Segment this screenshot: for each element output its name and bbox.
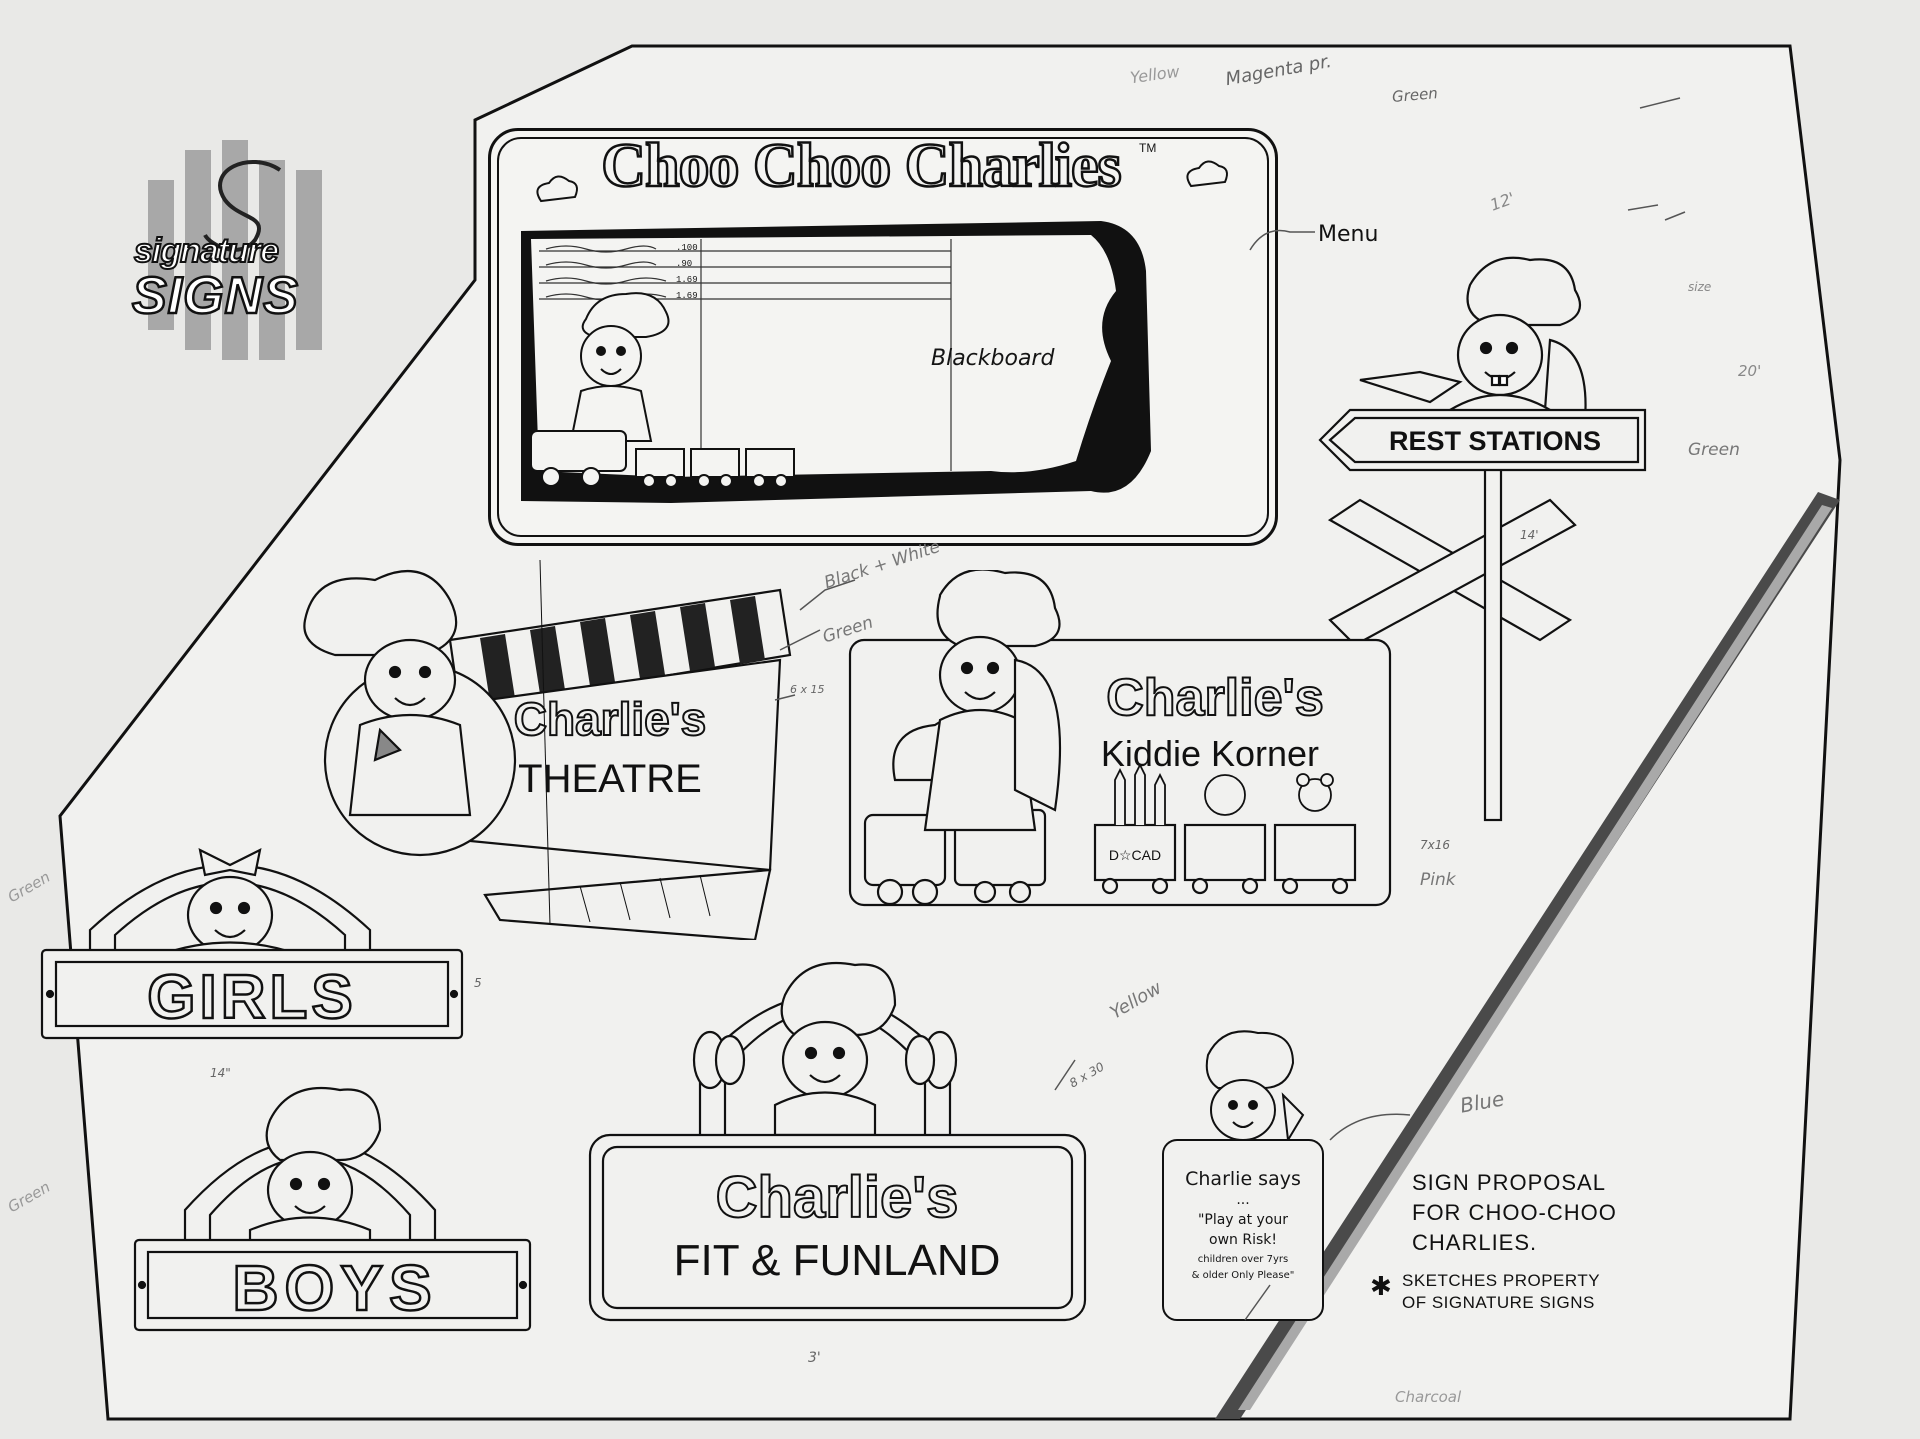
fit-brand: Charlie's <box>716 1165 959 1230</box>
price-2: .90 <box>676 259 693 269</box>
charlie-says-line2: ... <box>1236 1192 1250 1208</box>
note-dim-20: 20' <box>1738 362 1762 380</box>
menu-board-sign: Choo Choo Charlies TM <box>488 128 1278 546</box>
proposal-line4: SKETCHES PROPERTY <box>1402 1271 1601 1290</box>
menu-board-brand: Choo Choo Charlies <box>600 131 1123 202</box>
chef-hat-icon <box>780 961 897 1037</box>
kiddie-name: Kiddie Korner <box>1101 733 1319 774</box>
charlie-says-line1: Charlie says <box>1185 1168 1301 1190</box>
charlie-says-line4: own Risk! <box>1209 1232 1277 1248</box>
price-4: 1.69 <box>676 291 698 301</box>
charlie-says-panel <box>1162 1139 1324 1321</box>
logo-s-swash <box>203 160 282 252</box>
asterisk-icon: ✱ <box>1370 1272 1392 1302</box>
tail <box>1013 658 1061 812</box>
bow-icon <box>198 848 262 877</box>
theatre-sign-art: Charlie's THEATRE <box>303 560 792 940</box>
boys-plaque <box>133 1238 532 1332</box>
rest-stations-arrow-sign <box>1318 408 1647 472</box>
price-3: 1.69 <box>676 275 698 285</box>
cloud-left <box>536 175 578 203</box>
note-dim-14b: 14" <box>210 1066 231 1080</box>
note-menu: Menu <box>1318 222 1379 247</box>
kiddie-korner-sign-art: Charlie's Kiddie Korner D☆CAD <box>848 570 1392 907</box>
blackboard-label: Blackboard <box>931 346 1055 371</box>
proposal-note: SIGN PROPOSAL FOR CHOO-CHOO CHARLIES. <box>1412 1168 1682 1258</box>
note-pink: Pink <box>1420 870 1456 890</box>
note-charcoal: Charcoal <box>1395 1388 1462 1406</box>
brush-icon <box>1154 772 1166 825</box>
teddy-bear-icon <box>1298 778 1332 812</box>
note-dim-7x16: 7x16 <box>1420 838 1451 852</box>
pencil-icon <box>1114 767 1126 825</box>
girls-label: GIRLS <box>147 963 356 1032</box>
charlie-says-line5: children over 7yrs <box>1197 1254 1289 1265</box>
note-dim-14a: 14' <box>1520 528 1539 542</box>
fit-panel <box>588 1133 1087 1322</box>
note-green-right: Green <box>1688 440 1740 460</box>
ball-icon <box>1204 774 1246 816</box>
theatre-name: THEATRE <box>518 757 702 801</box>
charlie-train-menu-icon <box>530 292 795 488</box>
note-dim-3: 3' <box>808 1350 821 1366</box>
charlie-says-line6: & older Only Please" <box>1191 1270 1295 1281</box>
barbell-icon <box>692 1030 958 1090</box>
pointing-hand-icon <box>1359 370 1463 404</box>
tennis-racket-icon <box>1281 1092 1305 1144</box>
note-dim-theatre: 6 x 15 <box>790 683 825 696</box>
theatre-brand: Charlie's <box>514 693 706 745</box>
note-size: size <box>1688 280 1712 294</box>
kiddie-brand: Charlie's <box>1106 669 1324 727</box>
chef-hat-icon <box>303 570 458 657</box>
signature-signs-logo: signature SIGNS <box>130 140 380 370</box>
chef-hat-icon <box>936 570 1061 648</box>
trademark: TM <box>1139 141 1157 155</box>
charlie-says-line3: "Play at your <box>1197 1212 1289 1228</box>
girls-plaque <box>40 948 464 1040</box>
proposal-line1: SIGN PROPOSAL <box>1412 1170 1606 1195</box>
proposal-line2: FOR CHOO-CHOO <box>1412 1200 1617 1225</box>
crossbuck-bar-2 <box>1328 498 1577 647</box>
boys-sign-art: BOYS <box>133 1086 532 1332</box>
blackboard-surface <box>531 235 1116 477</box>
rest-stations-label: REST STATIONS <box>1389 426 1601 456</box>
chef-hat-icon <box>1205 1030 1295 1089</box>
boys-label: BOYS <box>232 1252 437 1324</box>
chef-hat-icon <box>265 1086 382 1162</box>
price-1: .100 <box>676 243 698 253</box>
proposal-line3: CHARLIES. <box>1412 1230 1538 1255</box>
fit-name: FIT & FUNLAND <box>674 1236 1001 1285</box>
girls-sign-art: GIRLS <box>40 848 464 1040</box>
charlie-says-sign-art <box>1162 1030 1324 1321</box>
logo-bars <box>148 140 322 360</box>
menu-board-art <box>521 160 1228 503</box>
clapper-bottom <box>483 868 772 940</box>
logo-line1: signature <box>133 231 280 271</box>
pencil-icon <box>1134 762 1146 825</box>
proposal-line5: OF SIGNATURE SIGNS <box>1402 1293 1595 1312</box>
logo-line2: SIGNS <box>131 266 299 327</box>
cloud-right <box>1186 160 1228 188</box>
kiddie-car-letters: D☆CAD <box>1109 847 1161 863</box>
fit-funland-sign-art: Charlie's FIT & FUNLAND <box>588 961 1087 1322</box>
note-dim-5: 5 <box>474 976 482 990</box>
property-note: SKETCHES PROPERTY OF SIGNATURE SIGNS <box>1402 1270 1702 1314</box>
rest-stations-sign-art: REST STATIONS <box>1318 256 1647 822</box>
